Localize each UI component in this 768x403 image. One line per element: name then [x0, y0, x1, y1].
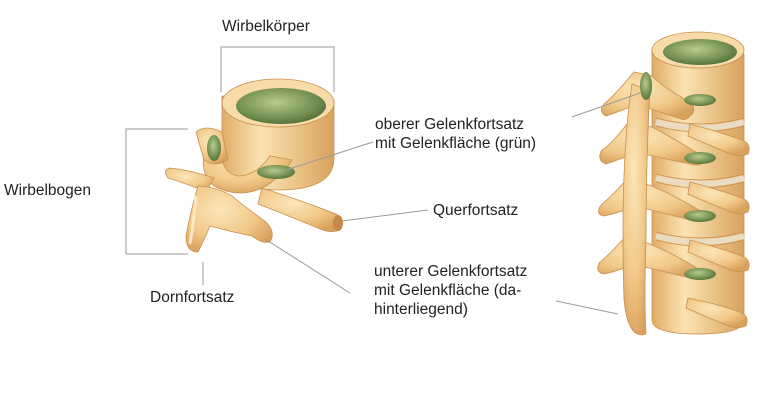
label-spinous-process: Dornfortsatz [150, 289, 235, 306]
label-upper-articular-process: oberer Gelenkfortsatz mit Gelenkfläche (… [375, 115, 536, 153]
transverse-process-right [257, 187, 343, 232]
label-lower-line1: unterer Gelenkfortsatz [374, 263, 528, 280]
leader-lines [125, 46, 641, 315]
single-vertebra [165, 78, 343, 253]
arch-bracket [125, 128, 188, 255]
label-transverse-process: Querfortsatz [433, 202, 519, 219]
label-lower-articular-process: unterer Gelenkfortsatz mit Gelenkfläche … [374, 262, 527, 319]
transverse-leader [341, 209, 429, 222]
body-bracket [220, 46, 335, 92]
label-lower-line3: hinterliegend) [374, 301, 468, 318]
upper-leader-column [571, 92, 641, 118]
lower-leader-single [264, 238, 351, 294]
lower-leader-column [555, 300, 619, 315]
label-upper-line2: mit Gelenkfläche (grün) [375, 135, 537, 152]
upper-leader-single [285, 141, 374, 171]
upper-articular-facet [207, 135, 221, 161]
upper-articular-facet-2 [257, 165, 295, 179]
spinous-process [185, 185, 273, 253]
vertebral-body-disc-surface [236, 88, 326, 124]
label-vertebral-body: Wirbelkörper [222, 18, 310, 35]
label-vertebral-arch: Wirbelbogen [4, 182, 92, 199]
label-lower-line2: mit Gelenkfläche (da- [374, 282, 522, 299]
label-upper-line1: oberer Gelenkfortsatz [375, 116, 525, 133]
vertebral-column [597, 31, 750, 336]
